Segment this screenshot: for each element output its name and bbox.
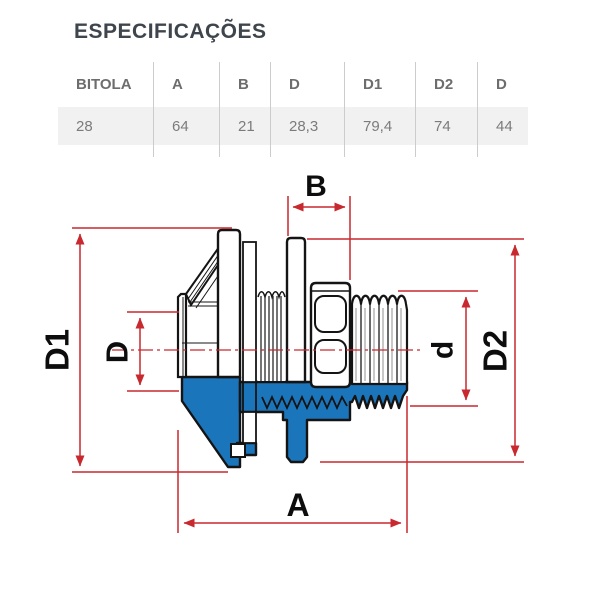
block-notch: [230, 443, 246, 458]
value-d1: 79,4: [344, 107, 415, 145]
flange-face: [176, 292, 188, 379]
body-blue-section: [180, 375, 409, 469]
dimensions: [72, 196, 524, 533]
header-d-last: D: [477, 62, 528, 107]
dimension-d: [127, 311, 179, 392]
dimension-d-small: [398, 290, 478, 407]
header-bitola: BITOLA: [58, 62, 153, 107]
value-b: 21: [219, 107, 270, 145]
value-d-last: 44: [477, 107, 528, 145]
thread-section-zigzag: [261, 394, 348, 411]
flange-left: [176, 248, 224, 379]
label-d: D: [100, 341, 135, 363]
flange-disc: [216, 228, 242, 379]
lock-nut: [309, 281, 352, 389]
cone-hatch-1: [187, 253, 220, 300]
male-threads: [350, 294, 409, 386]
label-d2: D2: [477, 330, 514, 372]
header-d1: D1: [344, 62, 415, 107]
dimension-a: [177, 396, 408, 533]
dimension-b: [287, 196, 351, 280]
label-d-small: d: [427, 341, 460, 359]
cone-hatch-2: [189, 256, 222, 303]
page-title: ESPECIFICAÇÕES: [74, 20, 267, 43]
label-a: A: [286, 487, 309, 523]
table-spacer: [58, 145, 153, 157]
backing-disc: [285, 236, 307, 384]
body-bar-and-leg: [238, 380, 409, 464]
tank-wall: [242, 241, 257, 444]
dimension-d1: [72, 227, 232, 473]
dimension-d2: [307, 238, 524, 463]
value-d: 28,3: [270, 107, 344, 145]
label-d1: D1: [39, 329, 76, 371]
label-b: B: [305, 170, 327, 203]
tank-wall-lines-over-bar: [242, 382, 257, 412]
middle-threads: [257, 291, 286, 381]
value-a: 64: [153, 107, 219, 145]
header-d2: D2: [415, 62, 477, 107]
value-bitola: 28: [58, 107, 153, 145]
dimension-labels: B D1 D d D2 A: [39, 170, 514, 523]
header-a: A: [153, 62, 219, 107]
value-d2: 74: [415, 107, 477, 145]
header-b: B: [219, 62, 270, 107]
specifications-table: BITOLA A B D D1 D2 D 28 64 21 28,3 79,4 …: [58, 62, 528, 157]
header-d: D: [270, 62, 344, 107]
